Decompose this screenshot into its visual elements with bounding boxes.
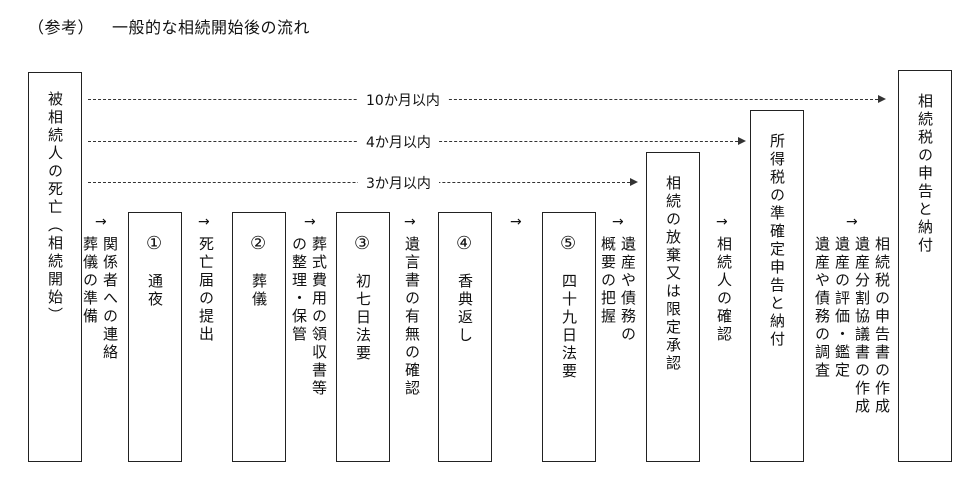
box-incense-return: ④ 香典返し <box>438 212 492 462</box>
step-5-number: ⑤ <box>560 233 577 254</box>
title-text: 一般的な相続開始後の流れ <box>112 18 311 37</box>
note-assets-overview: 概要の把握 <box>599 236 617 326</box>
note-division-agreement: 遺産分割協議書の作成 <box>853 236 871 416</box>
deadline-line-10m <box>88 99 878 100</box>
note-assets-debts: 遺産や債務の <box>619 236 637 344</box>
box-funeral-label: 葬儀 <box>250 273 268 309</box>
box-wake-label: 通夜 <box>146 273 164 309</box>
note-valuation: 遺産の評価・鑑定 <box>833 236 851 380</box>
title-prefix: （参考） <box>28 18 95 37</box>
box-inheritance-tax: 相続税の申告と納付 <box>898 70 952 462</box>
note-contact: 関係者への連絡 <box>101 236 119 362</box>
arrow-1: → <box>95 214 107 230</box>
box-renunciation: 相続の放棄又は限定承認 <box>646 152 700 462</box>
box-49th-day: ⑤ 四十九日法要 <box>542 212 596 462</box>
step-2-number: ② <box>250 233 267 254</box>
note-funeral-prep: 葬儀の準備 <box>81 236 99 326</box>
note-will-check: 遺言書の有無の確認 <box>403 236 421 398</box>
page-title: （参考） 一般的な相続開始後の流れ <box>28 14 310 38</box>
box-income-tax: 所得税の準確定申告と納付 <box>750 110 804 462</box>
box-49th-day-label: 四十九日法要 <box>560 273 578 381</box>
arrow-3: → <box>304 214 316 230</box>
note-heir-confirm: 相続人の確認 <box>715 236 733 344</box>
deadline-arrowhead-4m <box>738 137 746 145</box>
deadline-label-3m: 3か月以内 <box>358 173 439 193</box>
box-death: 被相続人の死亡（相続開始） <box>28 72 82 462</box>
step-1-number: ① <box>146 233 163 254</box>
arrow-4: → <box>404 214 416 230</box>
arrow-7: → <box>716 214 728 230</box>
box-renunciation-label: 相続の放棄又は限定承認 <box>664 175 682 373</box>
box-income-tax-label: 所得税の準確定申告と納付 <box>768 133 786 349</box>
arrow-5: → <box>510 214 522 230</box>
arrow-6: → <box>612 214 624 230</box>
deadline-label-4m: 4か月以内 <box>358 132 439 152</box>
box-death-label: 被相続人の死亡（相続開始） <box>46 91 64 325</box>
deadline-arrowhead-10m <box>878 95 886 103</box>
arrow-2: → <box>198 214 210 230</box>
box-wake: ① 通夜 <box>128 212 182 462</box>
note-expense-receipts: 葬式費用の領収書等 <box>310 236 328 398</box>
arrow-8: → <box>846 214 858 230</box>
note-expense-keep: の整理・保管 <box>290 236 308 344</box>
box-incense-return-label: 香典返し <box>456 273 474 345</box>
note-investigation: 遺産や債務の調査 <box>813 236 831 380</box>
step-3-number: ③ <box>354 233 371 254</box>
box-seventh-day: ③ 初七日法要 <box>336 212 390 462</box>
box-funeral: ② 葬儀 <box>232 212 286 462</box>
box-seventh-day-label: 初七日法要 <box>354 273 372 363</box>
note-tax-return-prep: 相続税の申告書の作成 <box>873 236 891 416</box>
box-inheritance-tax-label: 相続税の申告と納付 <box>916 93 934 255</box>
step-4-number: ④ <box>456 233 473 254</box>
deadline-label-10m: 10か月以内 <box>358 90 448 110</box>
note-death-cert: 死亡届の提出 <box>197 236 215 344</box>
deadline-arrowhead-3m <box>630 178 638 186</box>
